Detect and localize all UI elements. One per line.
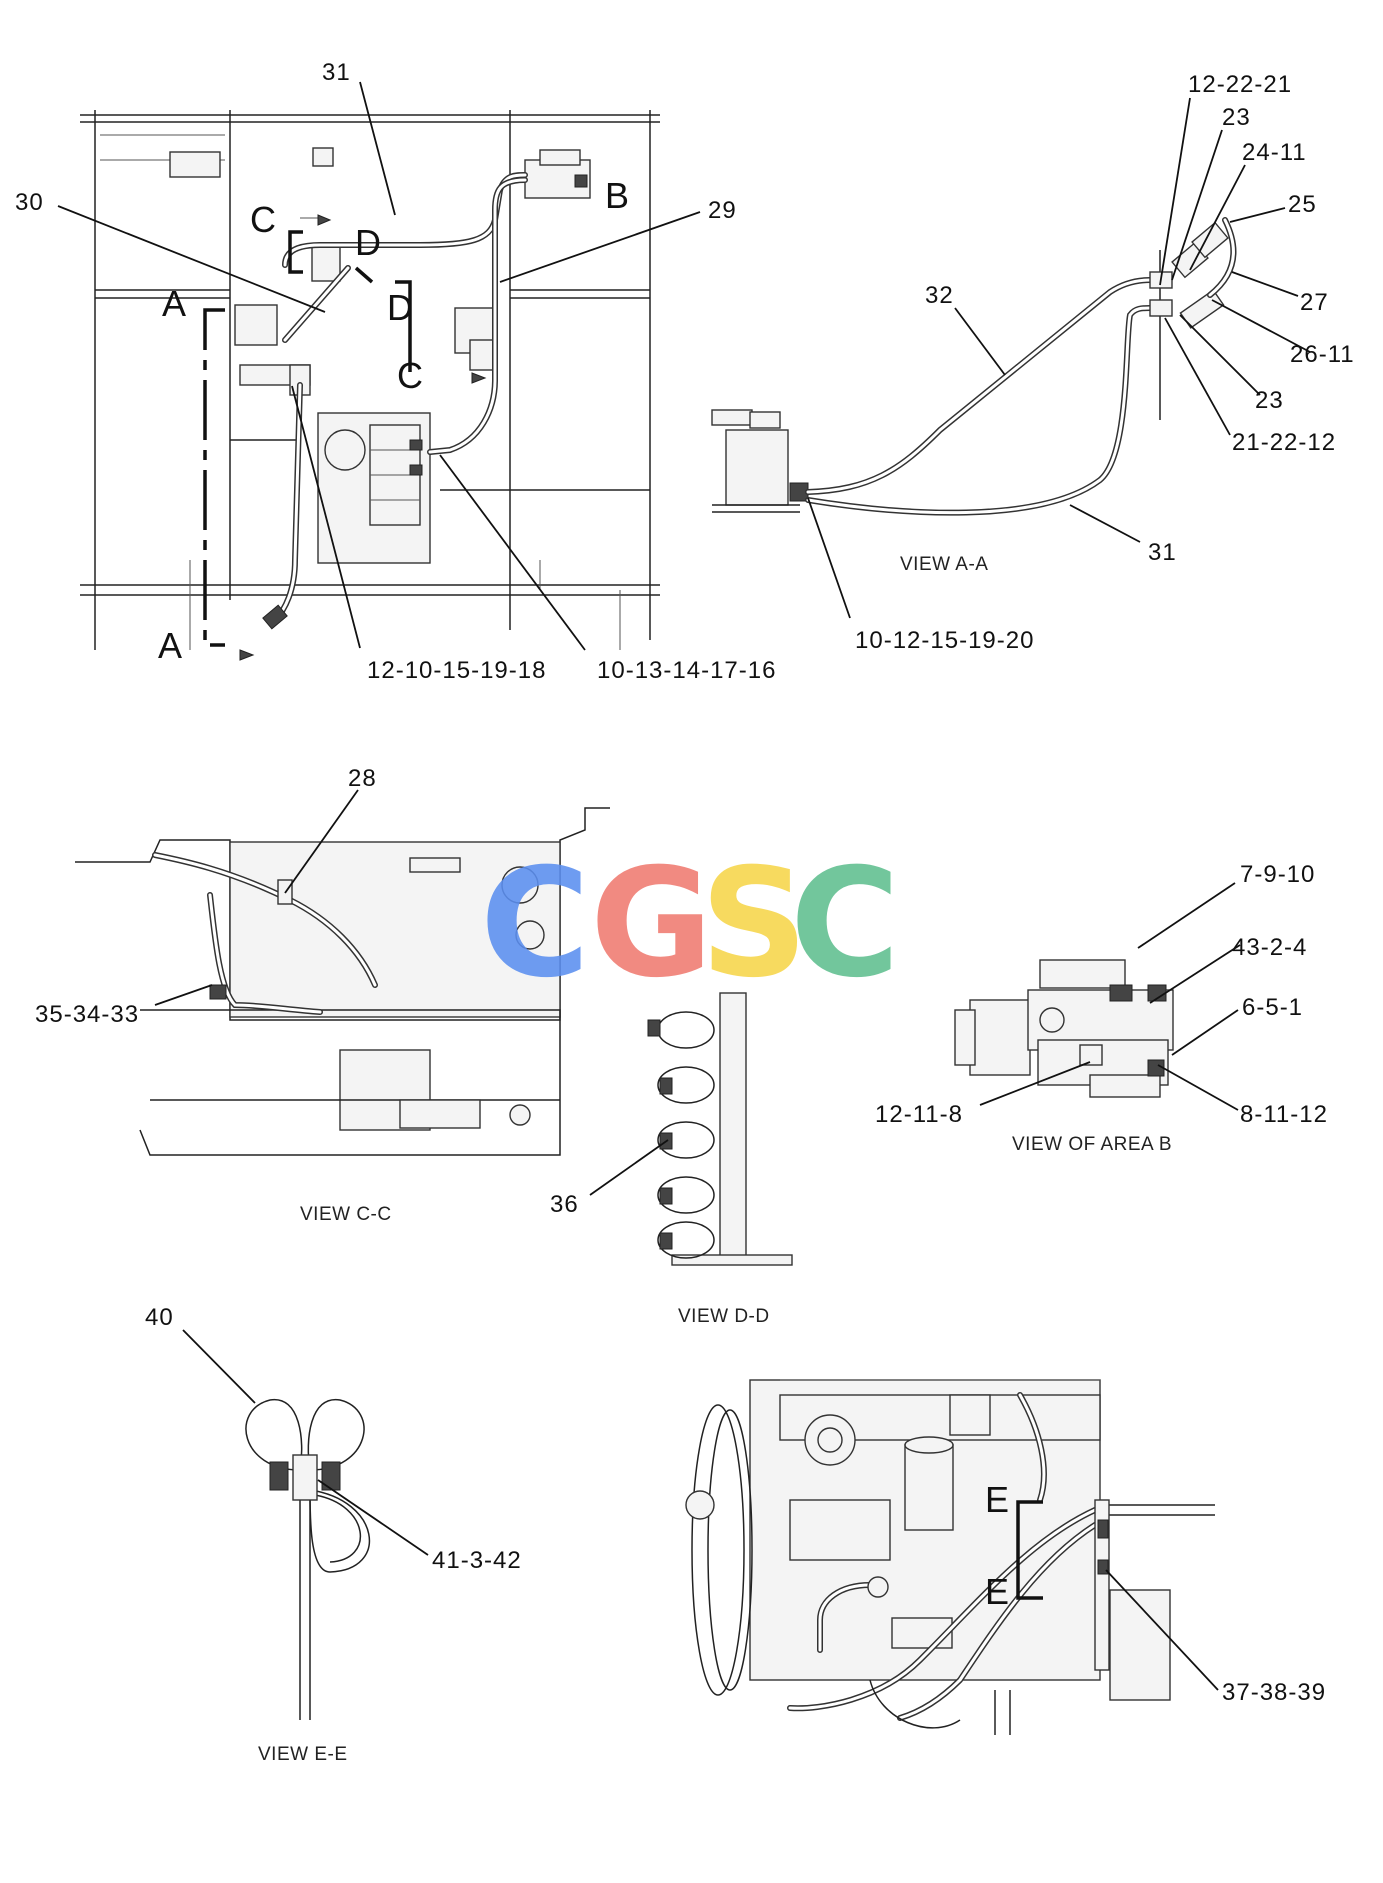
callout-36: 36 (550, 1191, 579, 1218)
section-letter-a-top: A (162, 283, 186, 324)
callout-30: 30 (15, 189, 44, 216)
area-b-drawing (954, 959, 1174, 1098)
section-letter-a-bottom: A (158, 625, 182, 666)
section-lines (203, 214, 487, 661)
section-letter-c-bottom: C (397, 355, 423, 396)
engine-view: E E 37-38-39 (685, 1379, 1326, 1735)
view-c-c-title: VIEW C-C (300, 1204, 392, 1225)
callout-27: 27 (1300, 289, 1329, 316)
main-frame-drawing (80, 110, 660, 650)
hoses-a-a (805, 217, 1237, 516)
watermark-letter-s: S (700, 837, 808, 1011)
callout-26-11: 26-11 (1290, 341, 1355, 368)
callout-25: 25 (1288, 191, 1317, 218)
section-letter-d-top: D (355, 222, 381, 263)
callout-8-11-12: 8-11-12 (1240, 1101, 1328, 1128)
callout-23-top: 23 (1222, 104, 1251, 131)
callout-41-3-42: 41-3-42 (432, 1547, 522, 1574)
view-area-b: 7-9-10 43-2-4 6-5-1 12-11-8 8-11-12 VIEW… (875, 861, 1328, 1155)
callout-23-bottom: 23 (1255, 387, 1284, 414)
section-letter-e-top: E (985, 1479, 1009, 1520)
watermark-letter-c1: C (480, 837, 590, 1011)
callout-6-5-1: 6-5-1 (1242, 994, 1303, 1021)
view-e-e-title: VIEW E-E (258, 1744, 348, 1765)
callout-10-12-15-19-20: 10-12-15-19-20 (855, 627, 1034, 654)
view-c-c: 28 35-34-33 VIEW C-C (35, 765, 610, 1225)
callout-35-34-33: 35-34-33 (35, 1001, 139, 1028)
engine-drawing (685, 1379, 1215, 1735)
callout-43-2-4: 43-2-4 (1232, 934, 1307, 961)
pump-valve-b-drawing (524, 149, 591, 199)
d-d-drawing (647, 992, 793, 1266)
callout-21-22-12: 21-22-12 (1232, 429, 1336, 456)
callout-40: 40 (145, 1304, 174, 1331)
view-a-a-title: VIEW A-A (900, 554, 988, 575)
callout-29: 29 (708, 197, 737, 224)
callout-12-22-21: 12-22-21 (1188, 71, 1292, 98)
callout-32: 32 (925, 282, 954, 309)
cgsc-watermark: C G S C (480, 837, 900, 1011)
callout-7-9-10: 7-9-10 (1240, 861, 1315, 888)
c-c-drawing (75, 807, 610, 1156)
callout-31-main: 31 (322, 59, 351, 86)
main-hoses (262, 172, 528, 630)
engine-section-lines (1016, 1500, 1043, 1600)
view-d-d: 36 VIEW D-D (550, 992, 793, 1327)
section-letter-d-bottom: D (387, 287, 413, 328)
watermark-letter-c2: C (790, 837, 900, 1011)
valve-block-drawing (317, 412, 431, 564)
callout-12-11-8: 12-11-8 (875, 1101, 963, 1128)
e-e-drawing (245, 1399, 371, 1720)
section-letter-b: B (605, 175, 629, 216)
callout-24-11: 24-11 (1242, 139, 1307, 166)
callout-31-a-a: 31 (1148, 539, 1177, 566)
callout-12-10-15-19-18: 12-10-15-19-18 (367, 657, 546, 684)
view-e-e: 40 41-3-42 VIEW E-E (145, 1304, 522, 1765)
watermark-letter-g: G (590, 837, 713, 1011)
view-d-d-title: VIEW D-D (678, 1306, 770, 1327)
section-letter-e-bottom: E (985, 1571, 1009, 1612)
bracket-drawing (454, 307, 496, 371)
main-view: A A B C C D D 31 30 29 12-10-15-19-18 10… (15, 59, 776, 684)
view-area-b-title: VIEW OF AREA B (1012, 1134, 1172, 1155)
section-letter-c-top: C (250, 199, 276, 240)
callout-37-38-39: 37-38-39 (1222, 1679, 1326, 1706)
view-a-a: 12-22-21 23 24-11 25 27 26-11 23 21-22-1… (711, 71, 1355, 654)
pump-a-a-drawing (711, 409, 809, 513)
callout-10-13-14-17-16: 10-13-14-17-16 (597, 657, 776, 684)
left-bracket-drawing (234, 244, 341, 396)
callout-28: 28 (348, 765, 377, 792)
